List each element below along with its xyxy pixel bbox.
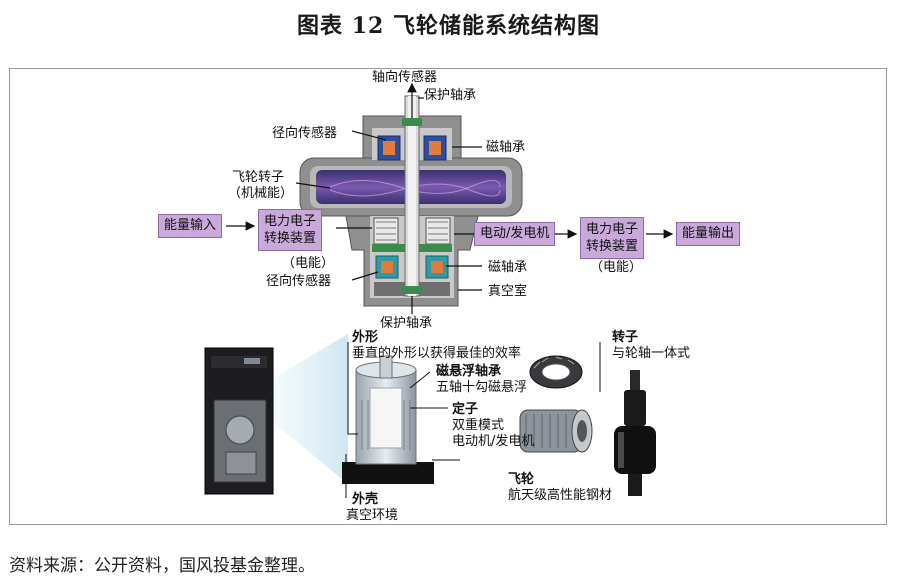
- magnetic-bearing-ring: [529, 355, 583, 389]
- converter-right-line2: 转换装置: [586, 239, 639, 254]
- stator-part: [519, 409, 593, 453]
- electric-energy-left-label: （电能）: [282, 256, 335, 271]
- storage-cabinet: [204, 334, 348, 495]
- leader-lines: [226, 82, 674, 314]
- maglev-desc: 五轴十勾磁悬浮: [436, 380, 528, 395]
- rotor-desc: 与轮轴一体式: [612, 346, 691, 361]
- maglev-title: 磁悬浮轴承: [436, 364, 502, 379]
- rotor-label-line1: 飞轮转子: [232, 170, 285, 185]
- protect-bearing-top-label: 保护轴承: [424, 88, 477, 103]
- rotor-label-line2: （机械能）: [228, 186, 294, 201]
- converter-right-box: 电力电子 转换装置: [580, 217, 645, 259]
- vacuum-chamber-label: 真空室: [488, 284, 528, 299]
- zoom-beam: [270, 334, 348, 484]
- converter-left-line1: 电力电子: [264, 214, 317, 229]
- stator-desc-line2: 电动机/发电机: [452, 434, 535, 449]
- radial-sensor-top-label: 径向传感器: [272, 126, 338, 141]
- shell-title: 外壳: [352, 492, 379, 507]
- rotor-part: [614, 370, 656, 496]
- shape-desc: 垂直的外形以获得最佳的效率: [352, 346, 522, 361]
- electric-energy-right-label: （电能）: [590, 260, 643, 275]
- shell-desc: 真空环境: [346, 508, 399, 523]
- axial-sensor-label: 轴向传感器: [372, 70, 438, 85]
- energy-output-box: 能量输出: [676, 222, 741, 246]
- source-note: 资料来源：公开资料，国风投基金整理。: [9, 556, 315, 576]
- diagram-frame: [9, 68, 887, 525]
- figure-title: 图表 12 飞轮储能系统结构图: [297, 13, 600, 39]
- stator-title: 定子: [452, 402, 479, 417]
- protect-bearing-bottom-label: 保护轴承: [380, 316, 433, 331]
- housing-cross-section: [299, 95, 523, 307]
- mag-bearing-top-label: 磁轴承: [486, 140, 526, 155]
- shape-title: 外形: [352, 330, 379, 345]
- converter-right-line1: 电力电子: [586, 222, 639, 237]
- flywheel-cylinder: [342, 355, 434, 484]
- radial-sensor-bottom-label: 径向传感器: [266, 274, 332, 289]
- callout-lines: [345, 342, 601, 498]
- converter-left-box: 电力电子 转换装置: [258, 209, 323, 251]
- energy-input-box: 能量输入: [158, 214, 223, 238]
- flywheel-title: 飞轮: [508, 472, 535, 487]
- converter-left-line2: 转换装置: [264, 231, 317, 246]
- mag-bearing-bottom-label: 磁轴承: [488, 260, 528, 275]
- flywheel-desc: 航天级高性能钢材: [508, 488, 613, 503]
- rotor-title: 转子: [612, 330, 639, 345]
- stator-desc-line1: 双重模式: [452, 418, 505, 433]
- motor-generator-box: 电动/发电机: [474, 222, 556, 246]
- base-plate: [342, 462, 434, 484]
